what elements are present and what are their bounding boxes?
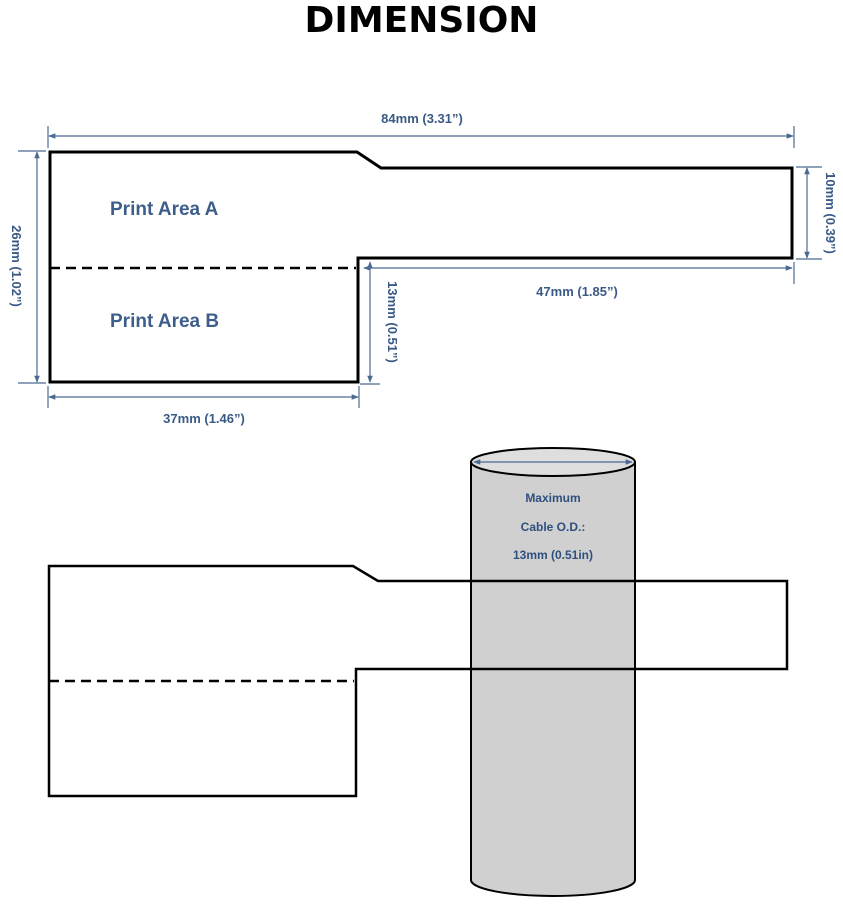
flag-width-label: 37mm (1.46”) (163, 411, 245, 426)
flag-height-label: 13mm (0.51”) (385, 281, 400, 363)
cable-cylinder (470, 447, 636, 897)
cable-label-line1: Maximum (525, 491, 580, 505)
tail-height-label: 10mm (0.39”) (823, 172, 838, 254)
tail-length-dimension (363, 262, 795, 284)
total-height-label: 26mm (1.02”) (9, 225, 24, 307)
total-width-dimension (47, 126, 795, 148)
print-area-b-label: Print Area B (110, 311, 219, 332)
tail-length-label: 47mm (1.85”) (536, 284, 618, 299)
print-area-a-label: Print Area A (110, 199, 219, 220)
flag-width-dimension (47, 386, 360, 408)
flag-height-dimension (360, 261, 380, 385)
total-height-dimension (18, 150, 46, 384)
label-outline-bottom (47, 564, 789, 798)
label-outline-top (48, 150, 794, 384)
diagram-title: DIMENSION (304, 0, 539, 41)
cable-label-line2: Cable O.D.: (521, 520, 586, 534)
tail-height-dimension (796, 166, 822, 260)
cable-label-line3: 13mm (0.51in) (513, 548, 593, 562)
total-width-label: 84mm (3.31”) (381, 111, 463, 126)
